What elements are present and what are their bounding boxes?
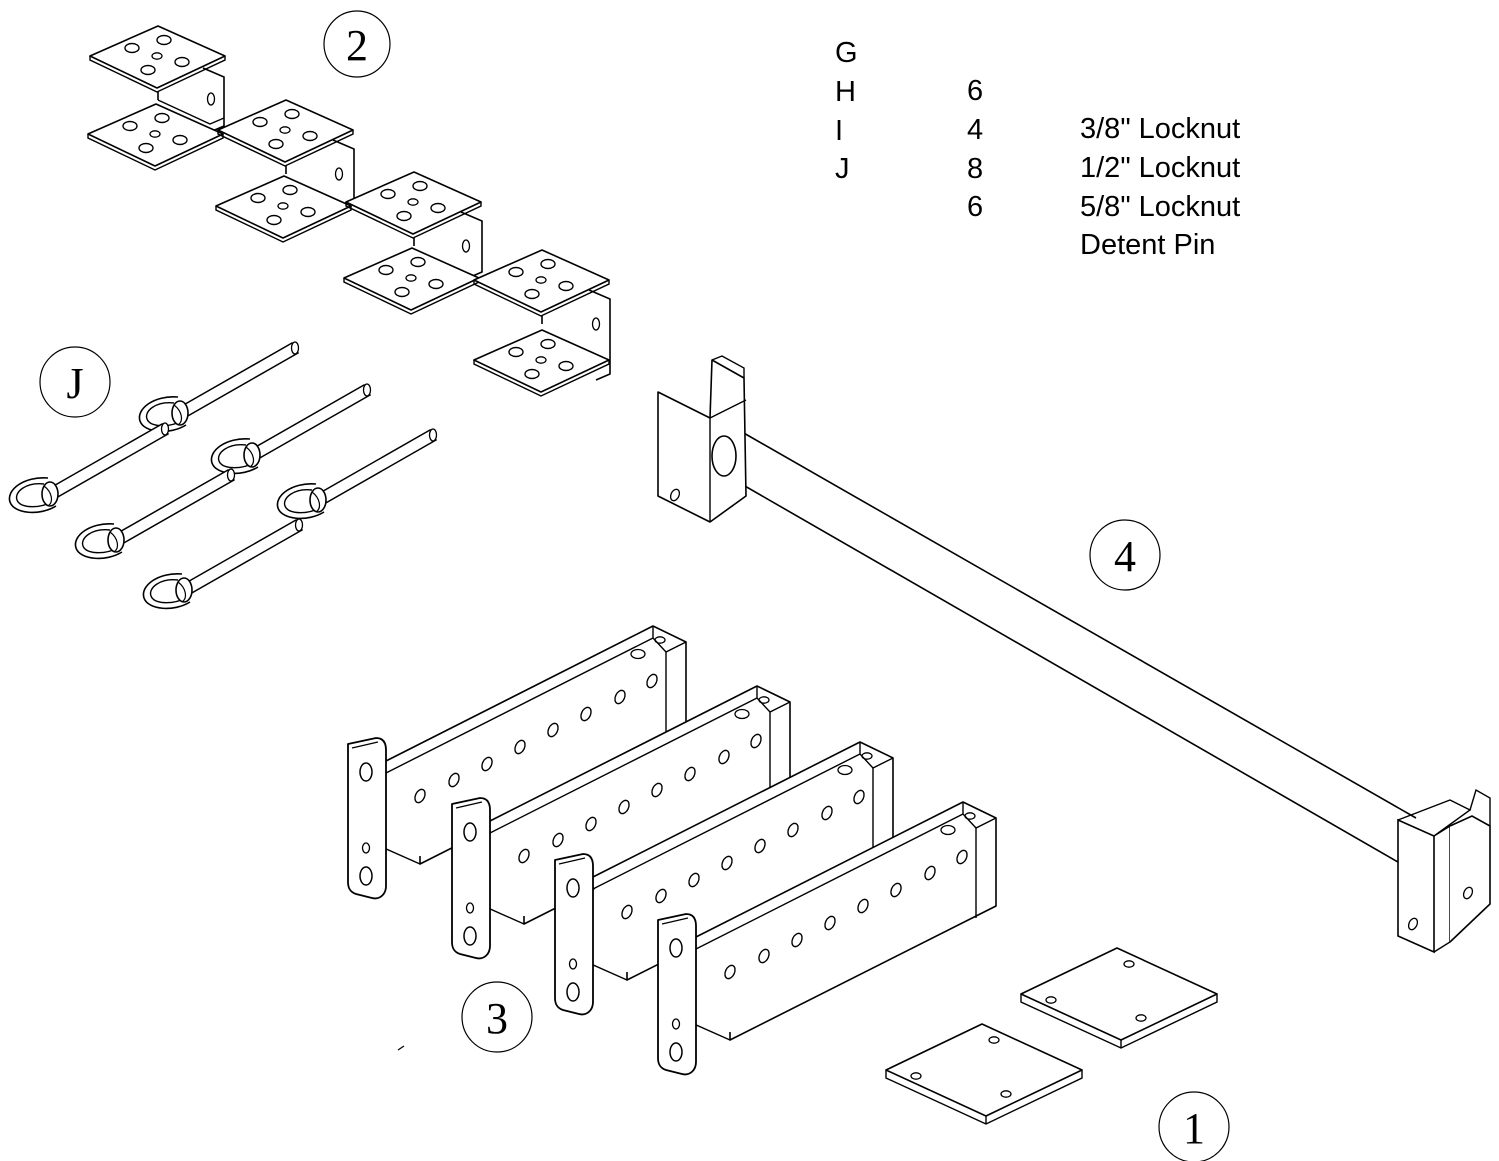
hardware-qty: 4 [967, 114, 984, 146]
callout-label: 3 [486, 994, 508, 1043]
callout-4: 4 [1090, 520, 1160, 590]
callout-2: 2 [324, 11, 390, 77]
hardware-description: Detent Pin [1080, 229, 1216, 261]
hardware-row: I 8 5/8" Locknut [835, 74, 1240, 264]
part-4-bar [658, 356, 1490, 952]
callout-3: 3 [462, 982, 532, 1052]
hardware-letter: I [835, 115, 844, 147]
hardware-qty: 6 [967, 191, 984, 223]
callout-1: 1 [1159, 1092, 1229, 1161]
part-3-t-brackets [347, 625, 997, 1076]
hardware-row: G 6 3/8" Locknut [835, 0, 1240, 186]
hardware-letter: G [835, 37, 858, 69]
callout-label: 1 [1183, 1104, 1205, 1153]
hardware-row: J 6 Detent Pin [835, 112, 1215, 302]
hardware-letter: J [835, 153, 850, 185]
part-1-plates [885, 947, 1218, 1125]
callout-label: 4 [1114, 532, 1136, 581]
hardware-description: 1/2" Locknut [1080, 152, 1241, 184]
callout-label: J [66, 359, 83, 408]
callout-label: 2 [346, 21, 368, 70]
callout-J: J [40, 347, 110, 417]
hardware-description: 3/8" Locknut [1080, 113, 1241, 145]
hardware-row: H 4 1/2" Locknut [835, 35, 1240, 225]
hardware-description: 5/8" Locknut [1080, 191, 1241, 223]
hardware-letter: H [835, 76, 856, 108]
hardware-qty: 8 [967, 153, 984, 185]
hardware-qty: 6 [967, 75, 984, 107]
part-2-brackets [87, 25, 610, 397]
